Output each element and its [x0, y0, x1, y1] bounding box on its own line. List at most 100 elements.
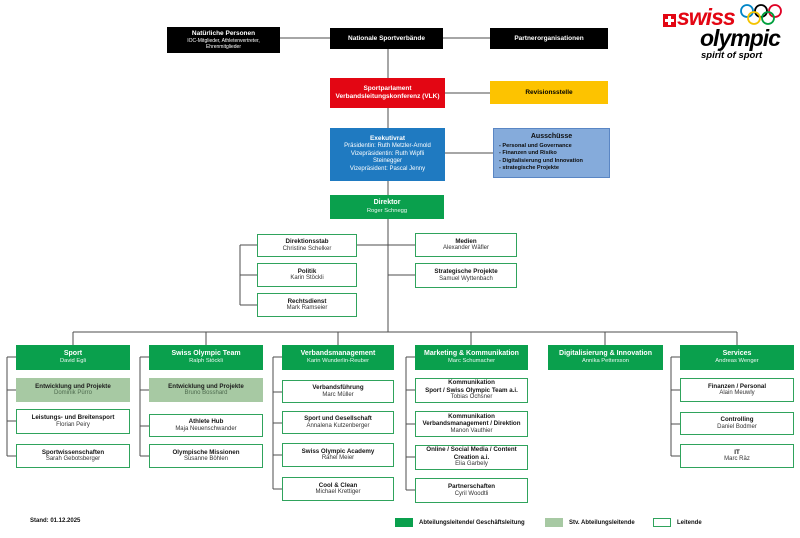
box-title: Partnerorganisationen	[514, 34, 584, 42]
box-title: Rechtsdienst	[287, 297, 327, 305]
unit-title: Entwicklung und Projekte	[35, 382, 111, 390]
unit-cool-clean: Cool & Clean Michael Krettiger	[282, 477, 394, 501]
dept-title: Digitalisierung & Innovation	[559, 349, 652, 357]
unit-name: Florian Peiry	[56, 421, 90, 428]
unit-name: Sarah Gebotsberger	[45, 456, 101, 463]
unit-controlling: Controlling Daniel Bodmer	[680, 412, 794, 435]
dept-title: Verbandsmanagement	[300, 349, 376, 357]
unit-title: Swiss Olympic Academy	[301, 447, 375, 455]
unit-leistungs-breitensport: Leistungs- und Breitensport Florian Peir…	[16, 409, 130, 434]
swiss-cross-icon	[663, 14, 676, 27]
org-box-exekutivrat: Exekutivrat Präsidentin: Ruth Metzler-Ar…	[330, 128, 445, 181]
olympic-rings-icon	[740, 4, 782, 25]
org-box-ausschuesse: Ausschüsse - Personal und Governance - F…	[493, 128, 610, 178]
unit-name: Michael Krettiger	[315, 489, 361, 496]
box-title: Revisionsstelle	[525, 88, 573, 96]
unit-kommunikation-sport-team: Kommunikation Sport / Swiss Olympic Team…	[415, 378, 528, 403]
org-box-direktor: Direktor Roger Schnegg	[330, 195, 444, 219]
dept-verbandsmanagement: Verbandsmanagement Karin Wunderlin-Reube…	[282, 345, 394, 370]
unit-online-social-media: Online / Social Media / Content Creation…	[415, 445, 528, 470]
dept-swiss-olympic-team: Swiss Olympic Team Ralph Stöckli	[149, 345, 263, 370]
unit-olympische-missionen: Olympische Missionen Susanne Böhlen	[149, 444, 263, 468]
box-title: Sportparlament Verbandsleitungskonferenz…	[335, 85, 440, 100]
dept-head: David Egli	[59, 358, 87, 365]
dept-head: Andreas Wenger	[715, 358, 759, 365]
unit-entwicklung-projekte-team: Entwicklung und Projekte Bruno Bosshard	[149, 378, 263, 402]
org-box-strategische-projekte: Strategische Projekte Samuel Wyttenbach	[415, 263, 517, 288]
unit-title: Kommunikation Verbandsmanagement / Direk…	[422, 412, 521, 428]
unit-it: IT Marc Räz	[680, 444, 794, 468]
unit-name: Manon Vauthier	[450, 427, 493, 434]
logo-tagline: spirit of sport	[701, 50, 763, 61]
box-items: - Personal und Governance - Finanzen und…	[499, 142, 583, 172]
box-title: Exekutivrat	[369, 135, 406, 142]
unit-name: Alain Meuwly	[719, 390, 755, 397]
box-title: Strategische Projekte	[434, 268, 498, 276]
box-title: Medien	[455, 237, 477, 245]
box-members: Präsidentin: Ruth Metzler-Arnold Vizeprä…	[344, 142, 431, 173]
unit-title: Sportwissenschaften	[41, 448, 105, 456]
unit-name: Annalena Kutzenberger	[306, 422, 370, 429]
legend-label: Abteilungsleitende/ Geschäftsleitung	[419, 519, 525, 526]
unit-title: Entwicklung und Projekte	[168, 382, 244, 390]
unit-title: Online / Social Media / Content Creation…	[426, 446, 517, 461]
org-box-partnerorganisationen: Partnerorganisationen	[490, 28, 608, 49]
legend-label: Leitende	[677, 519, 702, 526]
unit-title: Olympische Missionen	[172, 448, 240, 456]
box-title: Direktionsstab	[285, 238, 329, 246]
unit-name: Elia Garbely	[455, 461, 488, 468]
unit-name: Cyril Woodtli	[454, 490, 489, 497]
unit-name: Tobias Ochsner	[450, 394, 493, 401]
unit-title: Athlete Hub	[188, 418, 224, 426]
org-box-nationale-sportverbaende: Nationale Sportverbände	[330, 28, 443, 49]
dept-head: Karin Wunderlin-Reuber	[306, 358, 370, 365]
box-name: Karin Stöckli	[290, 275, 324, 282]
unit-sport-gesellschaft: Sport und Gesellschaft Annalena Kutzenbe…	[282, 411, 394, 434]
box-name: Samuel Wyttenbach	[439, 275, 493, 282]
unit-title: IT	[734, 448, 740, 456]
org-box-medien: Medien Alexander Wäfler	[415, 233, 517, 257]
unit-name: Marc Müller	[322, 391, 354, 398]
box-name: Mark Ramseier	[286, 305, 328, 312]
legend-item-leitende: Leitende	[653, 518, 702, 527]
unit-title: Verbandsführung	[312, 384, 364, 392]
dept-head: Ralph Stöckli	[189, 358, 223, 365]
unit-athlete-hub: Athlete Hub Maja Neuenschwander	[149, 414, 263, 437]
unit-verbandsfuehrung: Verbandsführung Marc Müller	[282, 380, 394, 403]
dept-title: Services	[722, 349, 752, 357]
unit-name: Dominik Pürro	[53, 390, 92, 397]
box-name: Roger Schnegg	[366, 207, 408, 214]
unit-name: Daniel Bodmer	[717, 423, 757, 430]
legend-item-stv-abteilungsleitende: Stv. Abteilungsleitende	[545, 518, 635, 527]
box-title: Nationale Sportverbände	[348, 34, 425, 42]
unit-title: Leistungs- und Breitensport	[31, 414, 115, 422]
dept-marketing-kommunikation: Marketing & Kommunikation Marc Schumache…	[415, 345, 528, 370]
dept-digitalisierung-innovation: Digitalisierung & Innovation Annika Pett…	[548, 345, 663, 370]
unit-title: Kommunikation Sport / Swiss Olympic Team…	[425, 379, 518, 394]
dept-title: Swiss Olympic Team	[171, 349, 241, 357]
unit-name: Maja Neuenschwander	[175, 425, 237, 432]
unit-name: Susanne Böhlen	[183, 456, 229, 463]
dept-title: Sport	[63, 349, 83, 357]
box-title: Natürliche Personen	[191, 29, 256, 37]
unit-title: Finanzen / Personal	[707, 382, 767, 390]
org-box-natuerliche-personen: Natürliche Personen IOC-Mitglieder, Athl…	[167, 27, 280, 53]
legend-swatch-deputy	[545, 518, 563, 527]
unit-swiss-olympic-academy: Swiss Olympic Academy Rahel Meier	[282, 443, 394, 467]
box-title: Politik	[297, 267, 317, 275]
legend-swatch-filled	[395, 518, 413, 527]
logo-word-swiss: swiss	[677, 4, 736, 30]
dept-head: Annika Pettersson	[581, 358, 630, 365]
legend-item-abteilungsleitende: Abteilungsleitende/ Geschäftsleitung	[395, 518, 525, 527]
dept-title: Marketing & Kommunikation	[424, 349, 519, 357]
unit-title: Partnerschaften	[447, 483, 496, 491]
unit-sportwissenschaften: Sportwissenschaften Sarah Gebotsberger	[16, 444, 130, 468]
box-name: Alexander Wäfler	[442, 245, 490, 252]
dept-sport: Sport David Egli	[16, 345, 130, 370]
unit-kommunikation-verband-direktion: Kommunikation Verbandsmanagement / Direk…	[415, 411, 528, 437]
legend-swatch-outline	[653, 518, 671, 527]
unit-name: Marc Räz	[724, 456, 750, 463]
dept-services: Services Andreas Wenger	[680, 345, 794, 370]
box-title: Ausschüsse	[530, 133, 573, 141]
logo-word-olympic: olympic	[700, 25, 781, 51]
